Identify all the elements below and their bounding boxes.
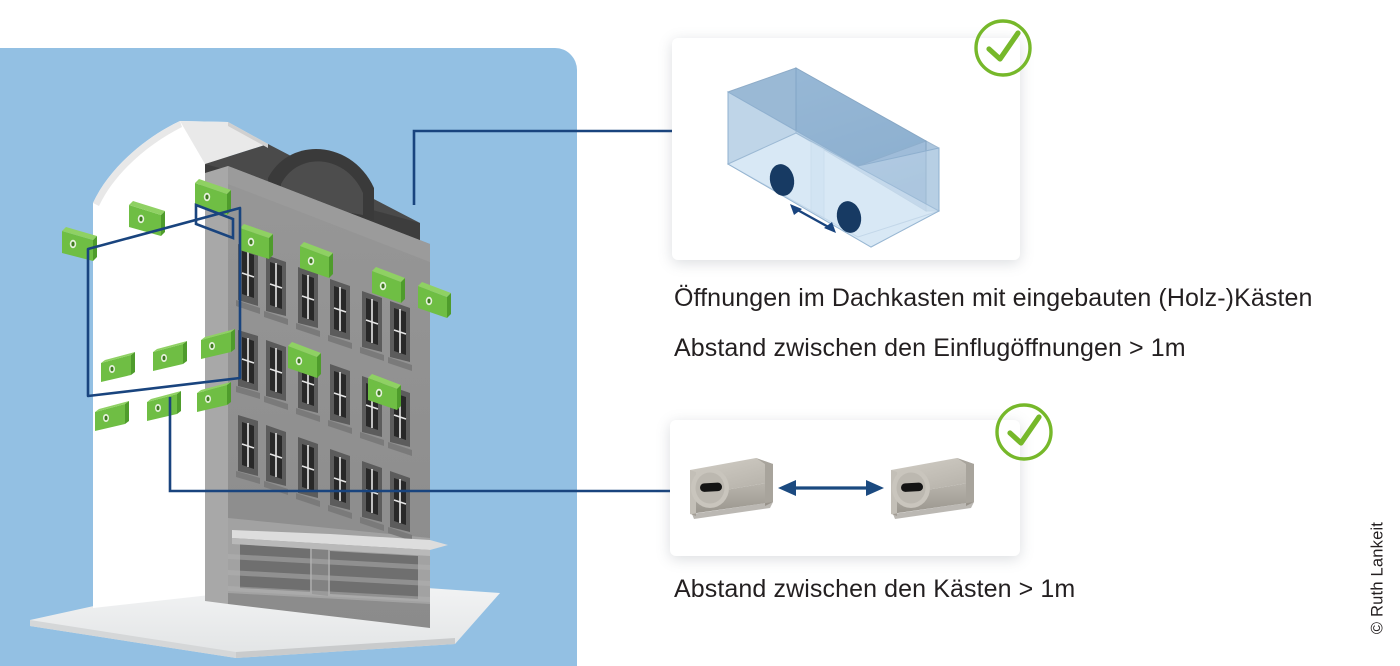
caption-line-3: Abstand zwischen den Kästen > 1m <box>674 575 1076 603</box>
copyright-credit: © Ruth Lankeit <box>1368 498 1388 658</box>
caption-line-2: Abstand zwischen den Einflugöffnungen > … <box>674 334 1186 362</box>
copyright-text: © Ruth Lankeit <box>1368 521 1387 635</box>
roof-callout-marker <box>194 203 235 240</box>
facade-nest-boxes <box>62 179 451 410</box>
shop-fronts <box>228 530 448 602</box>
building-illustration-panel <box>0 48 577 666</box>
entry-hole-1 <box>769 164 795 196</box>
nest-box-spacing-artwork <box>690 458 974 519</box>
entry-hole-2 <box>836 201 862 233</box>
check-ok-icon-top <box>974 19 1032 77</box>
building-illustration-svg <box>30 121 500 658</box>
isometric-roof-box-artwork <box>726 67 941 248</box>
distance-arrow <box>790 204 836 233</box>
wall-detail-callout-panel <box>86 206 242 431</box>
distance-arrow <box>778 480 884 496</box>
nest-box-left <box>690 458 773 519</box>
check-ok-icon-bottom <box>995 403 1053 461</box>
nest-box-spacing-card <box>670 420 1020 556</box>
roof-box-diagram-card <box>672 38 1020 260</box>
nest-box-right <box>891 458 974 519</box>
caption-line-1: Öffnungen im Dachkasten mit eingebauten … <box>674 284 1313 312</box>
